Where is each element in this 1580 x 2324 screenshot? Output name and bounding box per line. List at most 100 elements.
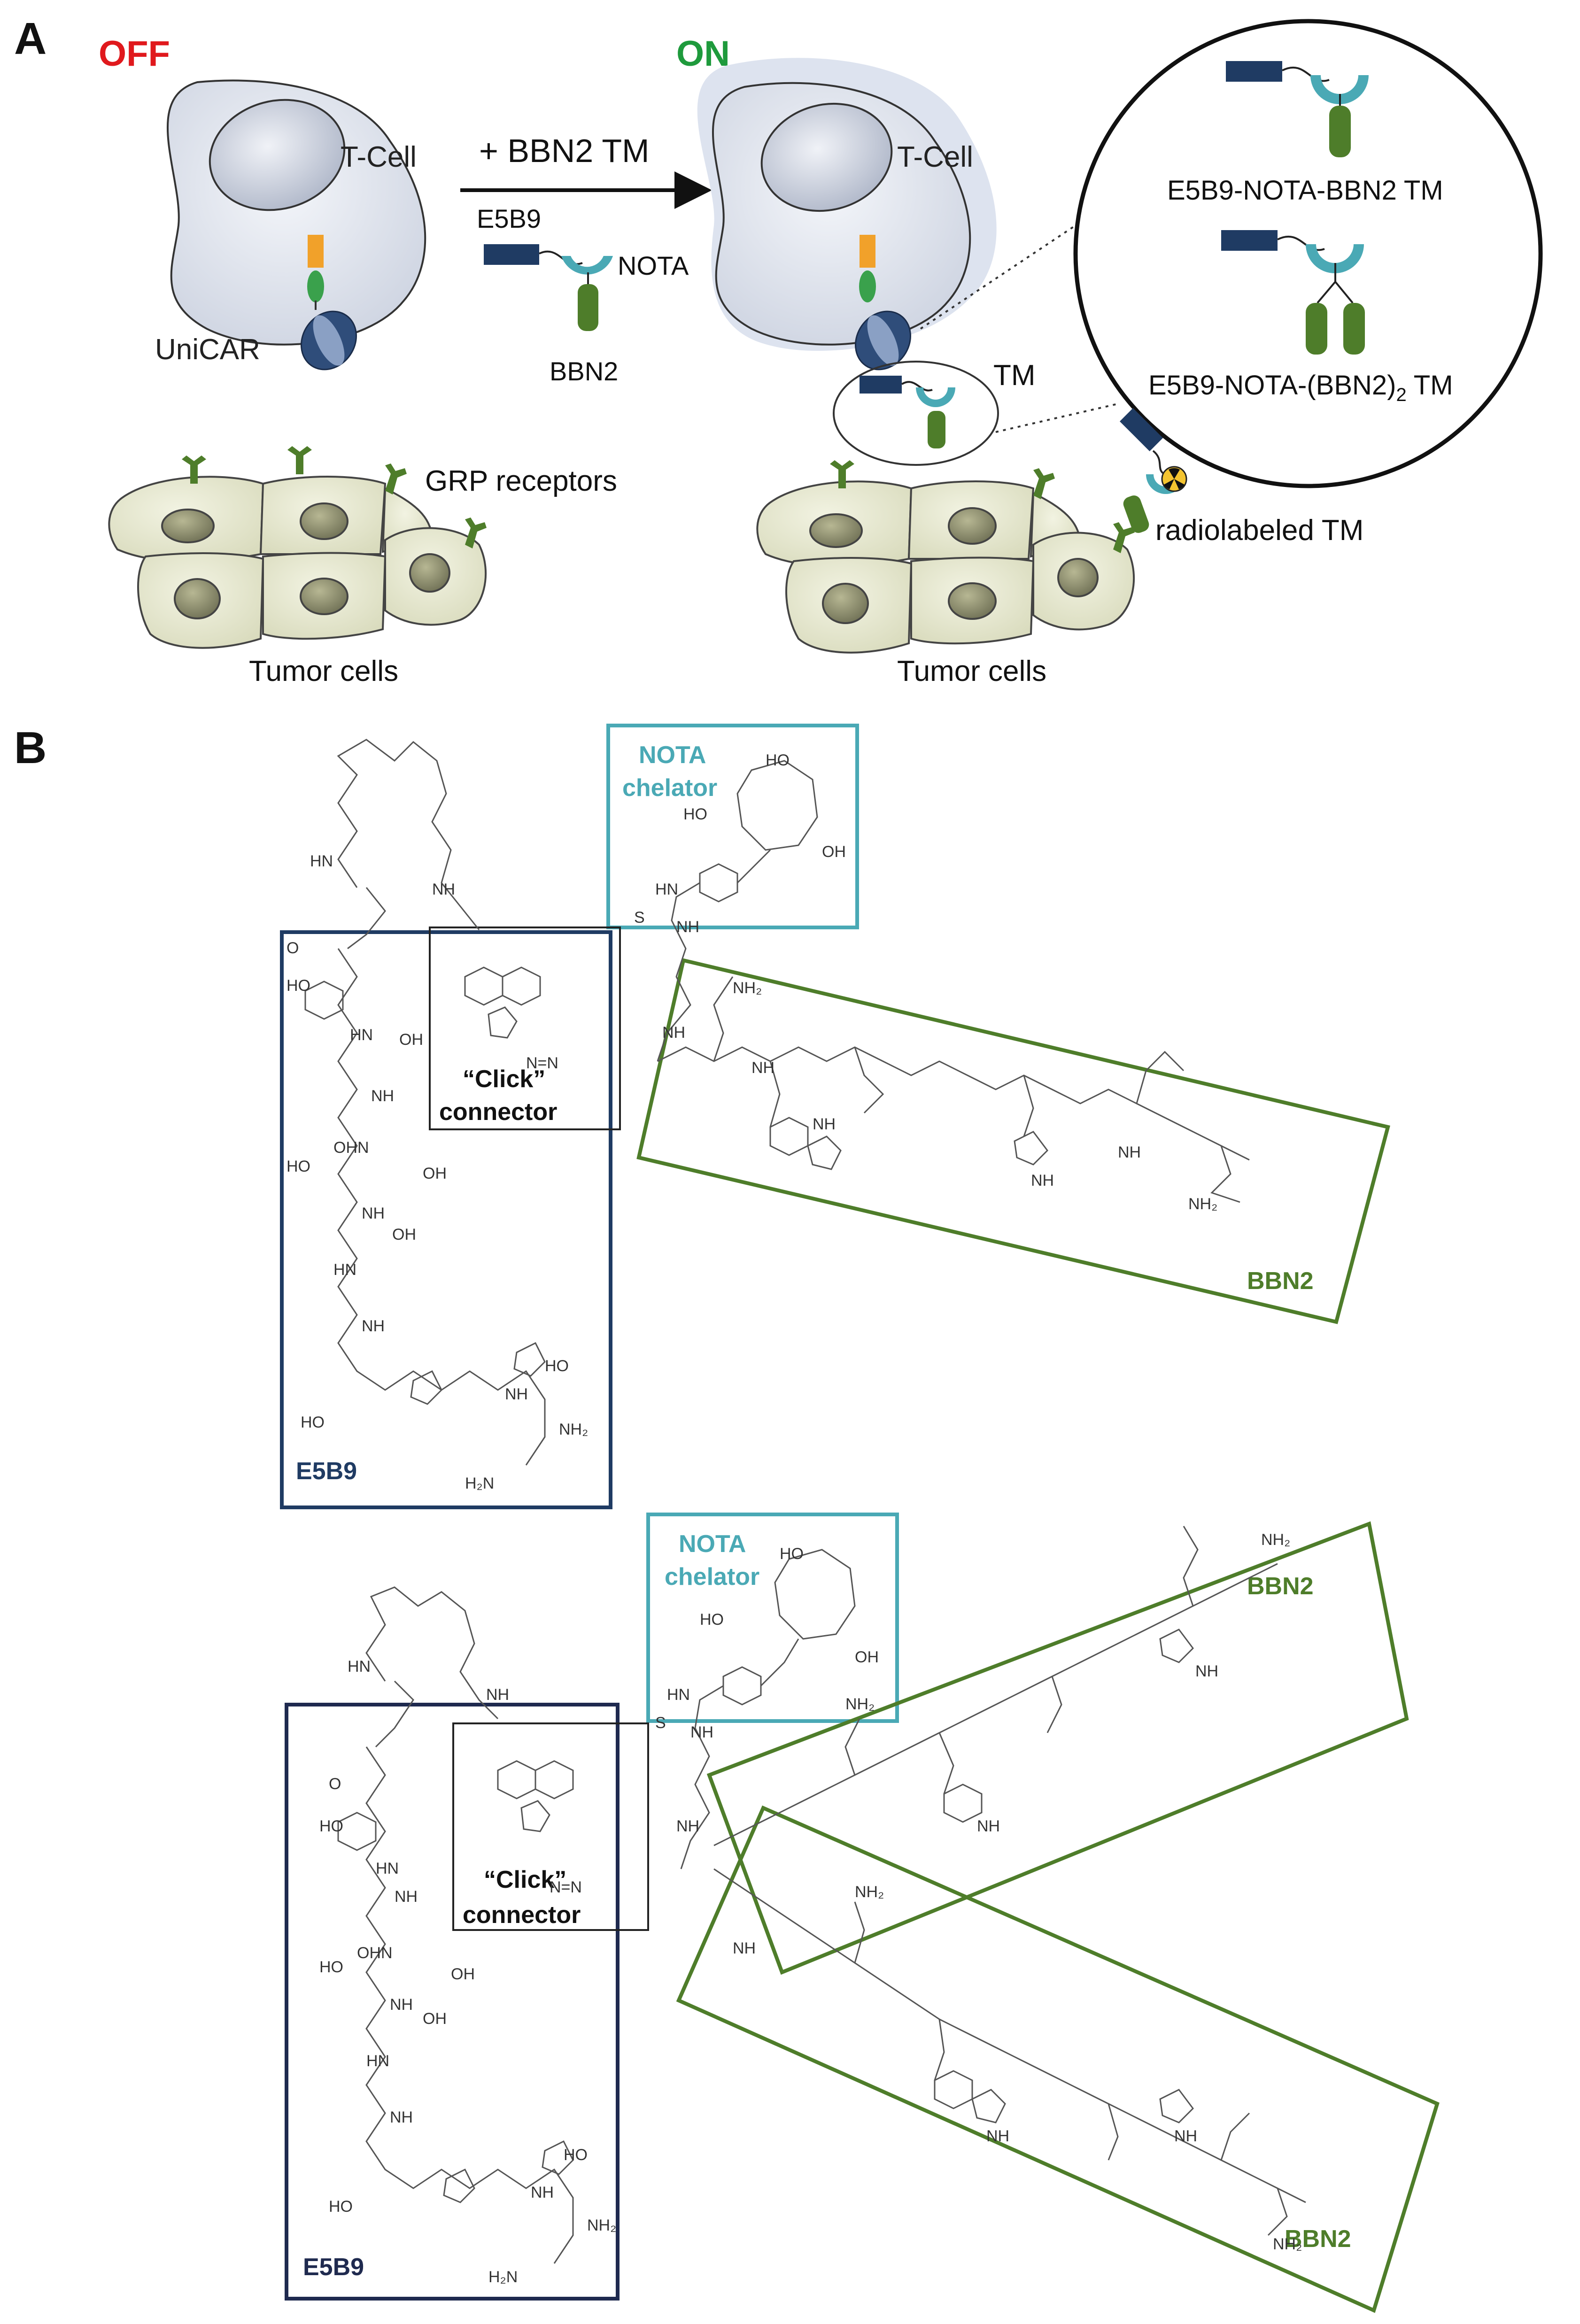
tm-label: TM — [993, 359, 1036, 392]
target-module-schematic — [484, 244, 613, 331]
svg-text:HN: HN — [350, 1026, 373, 1044]
svg-text:OH: OH — [423, 2010, 447, 2028]
svg-text:NH: NH — [813, 1115, 836, 1133]
tumor-label-off: Tumor cells — [249, 655, 398, 687]
svg-text:NH: NH — [986, 2127, 1009, 2145]
svg-text:OH: OH — [399, 1031, 423, 1049]
inset-monomer-label: E5B9-NOTA-BBN2 TM — [1167, 175, 1443, 206]
nota-label-2b: chelator — [665, 1563, 759, 1591]
svg-text:HO: HO — [329, 2198, 353, 2216]
svg-text:H₂N: H₂N — [465, 1475, 494, 1492]
svg-text:N=N: N=N — [526, 1054, 558, 1072]
svg-text:NH: NH — [977, 1817, 1000, 1835]
chem-labels-1: HN NH O HO HN OH NH HO OH OHN NH OH HN N… — [287, 751, 1217, 1492]
bbn2-label: BBN2 — [550, 356, 618, 386]
tumor-cells-on — [756, 460, 1135, 654]
chem-skeleton-2 — [337, 1526, 1306, 2264]
nota-label: NOTA — [618, 251, 689, 280]
inset-dimer-tm — [1221, 230, 1365, 355]
svg-text:NH: NH — [1118, 1143, 1141, 1161]
svg-text:NH: NH — [371, 1087, 394, 1105]
grp-receptors-off — [182, 446, 487, 548]
bbn2-box-2a — [706, 1521, 1409, 1975]
svg-text:NH: NH — [432, 880, 455, 898]
svg-text:S: S — [634, 909, 645, 927]
svg-text:NH₂: NH₂ — [855, 1883, 884, 1901]
off-label: OFF — [99, 34, 170, 74]
svg-text:HO: HO — [319, 1817, 343, 1835]
svg-text:HO: HO — [301, 1413, 325, 1431]
svg-text:NH₂: NH₂ — [1188, 1195, 1217, 1213]
tumor-cells-off — [108, 476, 487, 649]
svg-text:NH₂: NH₂ — [733, 979, 762, 997]
click-box-2 — [452, 1722, 649, 1931]
svg-text:NH₂: NH₂ — [1261, 1531, 1290, 1549]
bbn2-label-2a: BBN2 — [1247, 1573, 1314, 1600]
e5b9-label: E5B9 — [477, 204, 541, 233]
panel-label-a: A — [14, 14, 46, 64]
svg-text:O: O — [329, 1775, 341, 1793]
svg-text:NH: NH — [662, 1024, 685, 1042]
svg-text:NH: NH — [1031, 1172, 1054, 1189]
nota-label-1b: chelator — [622, 774, 717, 802]
bound-target-module — [860, 376, 955, 448]
svg-text:OHN: OHN — [333, 1139, 369, 1157]
svg-text:HO: HO — [319, 1958, 343, 1976]
bbn2-box-2b — [676, 1805, 1440, 2313]
svg-text:NH: NH — [676, 1817, 699, 1835]
svg-text:OH: OH — [822, 843, 846, 861]
svg-text:NH: NH — [690, 1723, 713, 1741]
e5b9-label-1: E5B9 — [296, 1458, 357, 1485]
unicar-receptor-off — [301, 235, 357, 371]
svg-text:HO: HO — [700, 1611, 724, 1629]
svg-text:HN: HN — [655, 880, 678, 898]
svg-text:HN: HN — [366, 2052, 389, 2070]
nota-label-2a: NOTA — [679, 1530, 746, 1558]
svg-text:NH: NH — [390, 1996, 413, 2014]
svg-text:HN: HN — [667, 1686, 690, 1704]
svg-text:H₂N: H₂N — [488, 2268, 518, 2286]
svg-text:HO: HO — [683, 805, 707, 823]
unicar-receptor-on — [855, 235, 911, 371]
svg-text:NH₂: NH₂ — [845, 1695, 875, 1713]
tcell-nucleus-off — [209, 99, 346, 211]
svg-text:HO: HO — [780, 1545, 804, 1563]
tcell-on — [697, 58, 997, 351]
click-box-1 — [429, 927, 621, 1130]
svg-text:NH: NH — [395, 1888, 418, 1906]
svg-text:HO: HO — [287, 977, 310, 995]
click-label-2a: “Click” — [484, 1866, 566, 1893]
structure-monomer: NOTA chelator E5B9 “Click” connector BBN… — [280, 724, 1390, 1509]
svg-text:NH: NH — [362, 1317, 385, 1335]
svg-text:OH: OH — [392, 1226, 416, 1243]
tcell-nucleus-on — [760, 102, 893, 212]
svg-text:NH₂: NH₂ — [587, 2216, 616, 2234]
nota-box-1 — [606, 724, 859, 929]
svg-text:O: O — [287, 939, 299, 957]
tumor-label-on: Tumor cells — [897, 655, 1046, 687]
svg-text:HN: HN — [376, 1860, 399, 1877]
svg-text:S: S — [655, 1714, 666, 1732]
svg-text:NH: NH — [390, 2108, 413, 2126]
svg-text:HO: HO — [545, 1357, 569, 1375]
svg-text:HO: HO — [287, 1158, 310, 1175]
svg-text:NH: NH — [1195, 1662, 1218, 1680]
nota-box-2 — [646, 1513, 899, 1723]
svg-text:HN: HN — [310, 852, 333, 870]
click-label-2b: connector — [463, 1901, 581, 1929]
svg-text:OH: OH — [855, 1648, 879, 1666]
svg-text:NH₂: NH₂ — [1273, 2235, 1302, 2253]
svg-text:NH: NH — [505, 1385, 528, 1403]
chem-skeleton-1 — [304, 739, 1250, 1466]
svg-text:HN: HN — [333, 1261, 356, 1279]
svg-text:N=N: N=N — [550, 1878, 582, 1896]
svg-text:NH: NH — [751, 1059, 775, 1077]
svg-text:NH: NH — [362, 1204, 385, 1222]
inset-connector-bottom — [995, 403, 1118, 433]
radiolabeled-label: radiolabeled TM — [1155, 514, 1363, 547]
on-label: ON — [676, 34, 730, 74]
svg-text:NH₂: NH₂ — [559, 1421, 588, 1438]
tcell-label-off: T-Cell — [341, 141, 417, 173]
nota-label-1a: NOTA — [639, 741, 706, 769]
